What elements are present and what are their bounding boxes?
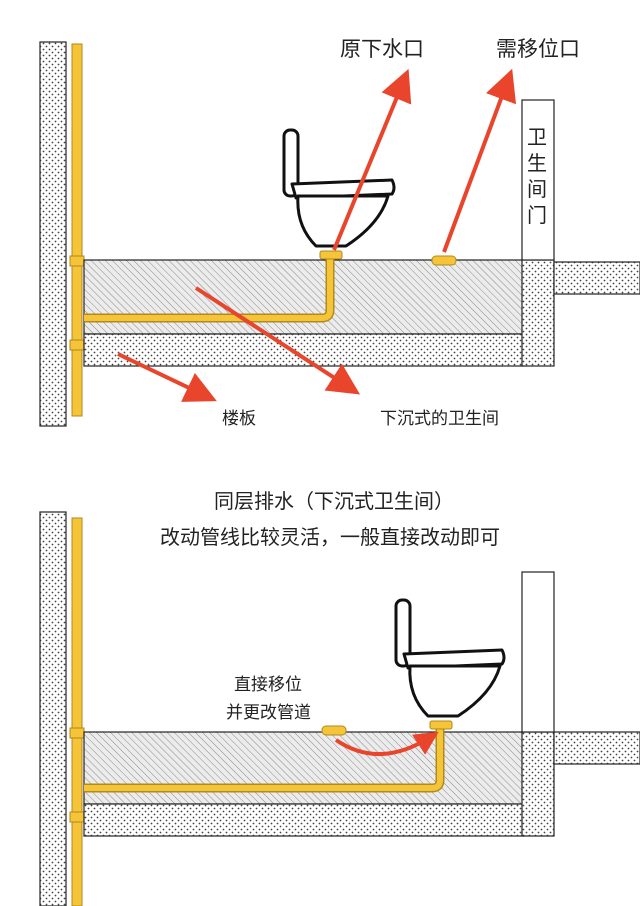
top-right-wall [521,259,555,367]
label-door-4: 门 [527,203,547,227]
top-drain-flange [319,250,343,260]
top-arrow-sunken [194,286,361,395]
top-riser-joint-2 [69,339,85,351]
label-move-line1: 直接移位 [234,675,302,695]
top-new-drain-spot [431,255,457,266]
bottom-toilet [394,598,506,718]
bottom-riser-pipe [71,517,83,906]
label-original-drain: 原下水口 [340,37,424,61]
bottom-riser-joint-1 [69,727,85,739]
bottom-wall [39,511,67,906]
bottom-right-wall [521,731,555,837]
top-outside-floor [553,261,640,295]
bottom-outside-floor [553,731,640,765]
bottom-fill-layer [83,731,525,805]
bottom-door [521,571,555,733]
label-move-line2: 并更改管道 [226,703,311,723]
label-door-2: 生 [527,151,547,175]
top-wall [39,41,67,427]
top-fill-layer [83,259,525,335]
bottom-arrow-move [334,731,439,757]
top-diagram: 原下水口 需移位口 卫 生 间 门 楼板 下沉式的卫生间 [39,37,640,429]
top-riser-pipe [71,43,83,417]
bottom-floor-slab [83,803,525,837]
label-door-1: 卫 [527,125,547,149]
top-toilet [282,128,396,248]
top-door [521,99,555,261]
bottom-riser-joint-2 [69,811,85,823]
bottom-title-line2: 改动管线比较灵活，一般直接改动即可 [160,525,500,549]
bottom-diagram: 同层排水（下沉式卫生间） 改动管线比较灵活，一般直接改动即可 [39,489,640,906]
label-floor-slab: 楼板 [222,409,256,429]
top-arrow-needs-move [442,68,517,253]
bottom-title-line1: 同层排水（下沉式卫生间） [214,489,454,513]
top-arrow-original-drain [332,68,412,251]
bottom-old-drain-spot [321,725,347,736]
label-door-3: 间 [527,177,547,201]
top-arrow-floor-slab [117,352,217,402]
label-needs-move: 需移位口 [496,37,580,61]
top-floor-slab [83,333,525,367]
bottom-drain-flange [429,720,453,730]
label-sunken-bathroom: 下沉式的卫生间 [380,409,499,429]
top-riser-joint-1 [69,255,85,267]
